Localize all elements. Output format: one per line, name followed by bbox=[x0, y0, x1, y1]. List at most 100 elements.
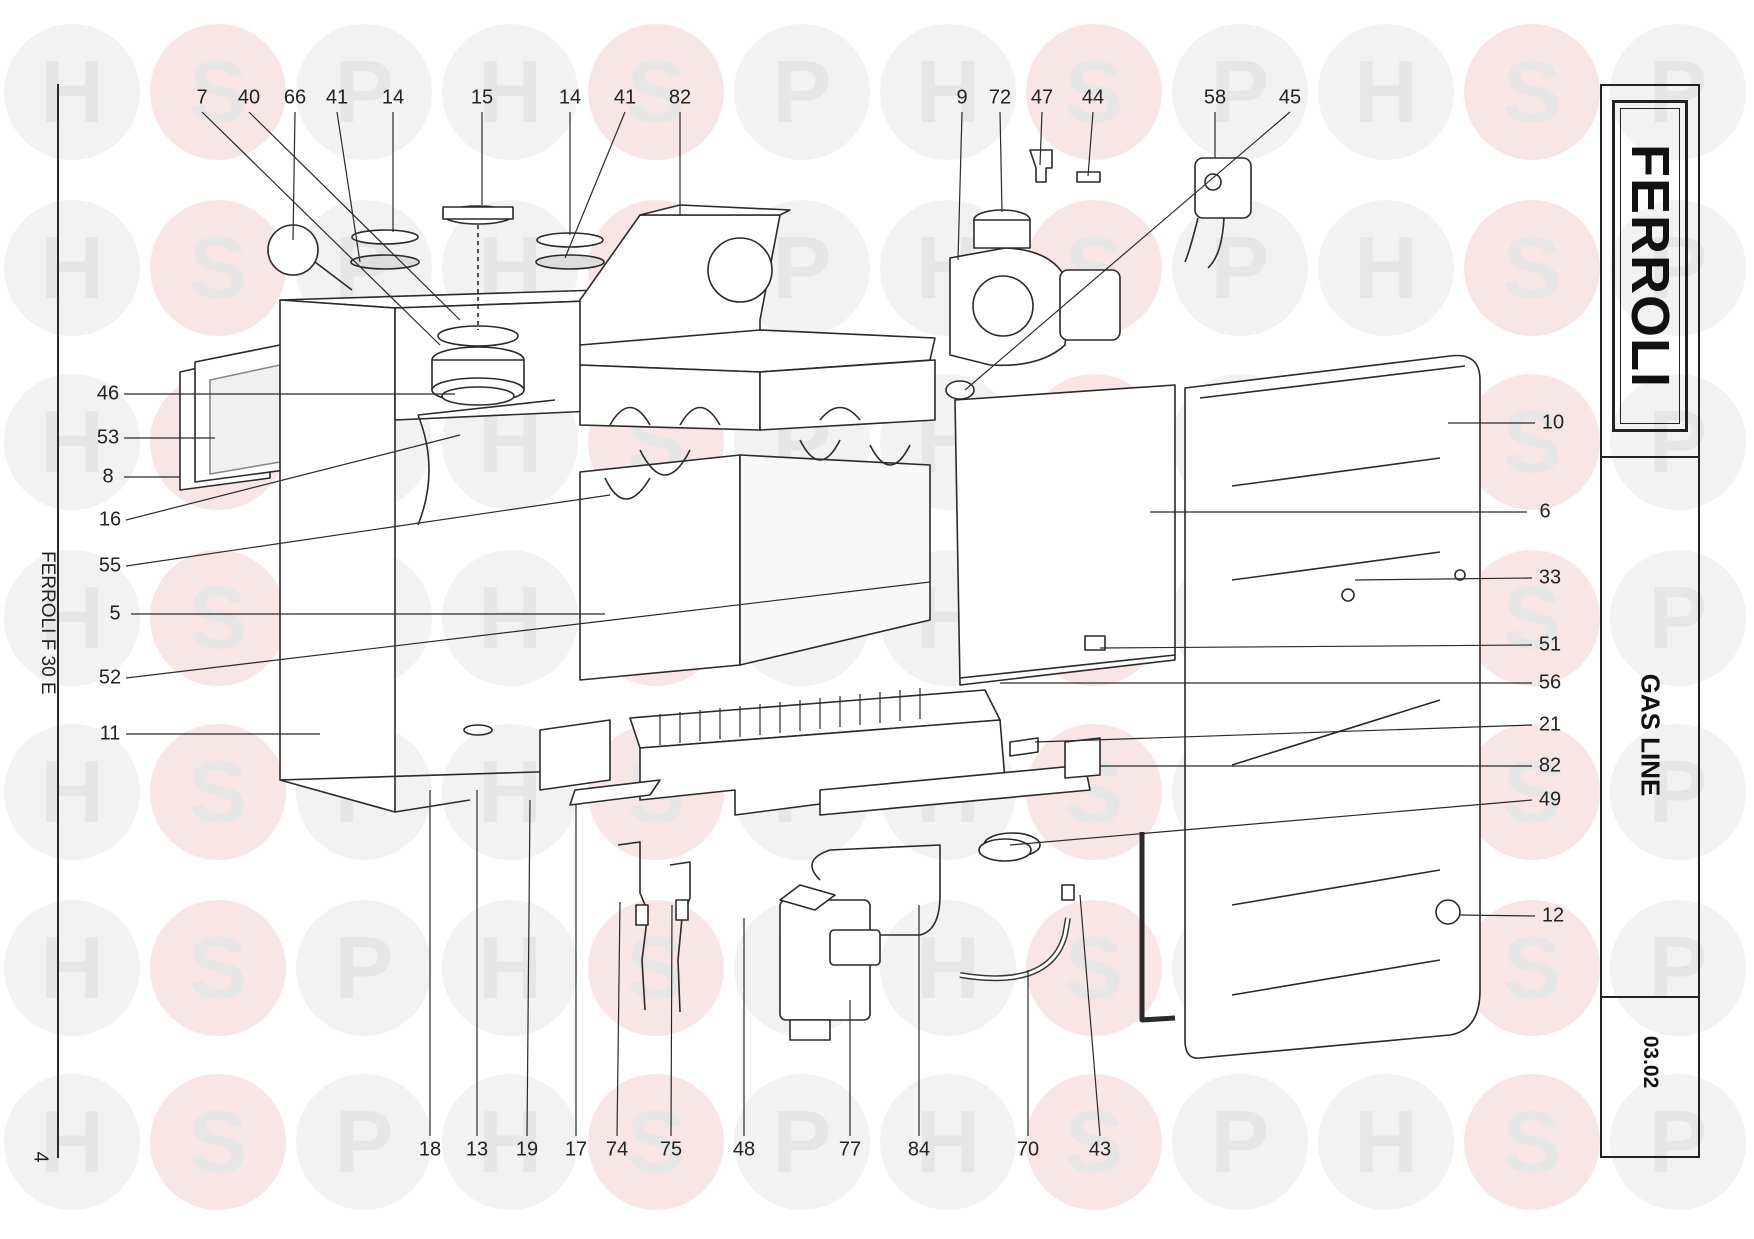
part-hose-70 bbox=[959, 917, 1071, 982]
watermark-circle bbox=[1610, 24, 1746, 160]
watermark-letter: P bbox=[1211, 1092, 1270, 1191]
callout-label: 16 bbox=[98, 508, 122, 531]
watermark-letter: S bbox=[1065, 42, 1124, 141]
watermark-circle bbox=[734, 1074, 870, 1210]
watermark-circle bbox=[1318, 1074, 1454, 1210]
watermark-letter: S bbox=[1065, 918, 1124, 1017]
title-block-divider bbox=[1600, 456, 1700, 458]
watermark-circle bbox=[296, 900, 432, 1036]
callout-label: 33 bbox=[1538, 566, 1562, 589]
part-fan bbox=[949, 209, 1121, 367]
watermark-circle bbox=[442, 24, 578, 160]
part-nipple-43 bbox=[1061, 884, 1075, 901]
callout-label: 56 bbox=[1538, 671, 1562, 694]
callout-label: 8 bbox=[102, 465, 114, 488]
callout-label: 51 bbox=[1538, 633, 1562, 656]
watermark-letter: S bbox=[1065, 1092, 1124, 1191]
watermark-circle bbox=[150, 550, 286, 686]
watermark-circle bbox=[1318, 24, 1454, 160]
watermark-letter: H bbox=[478, 918, 542, 1017]
watermark-circle bbox=[588, 1074, 724, 1210]
leader-line bbox=[1039, 111, 1043, 166]
watermark-letter: P bbox=[335, 918, 394, 1017]
watermark-letter: H bbox=[478, 742, 542, 841]
part-hose-70-inner bbox=[959, 917, 1070, 980]
leader-line bbox=[1099, 644, 1533, 649]
watermark-circle bbox=[588, 900, 724, 1036]
watermark-letter: S bbox=[1503, 218, 1562, 317]
watermark-letter: H bbox=[40, 42, 104, 141]
part-gas-valve bbox=[779, 884, 881, 1041]
watermark-letter: S bbox=[1503, 918, 1562, 1017]
watermark-letter: P bbox=[1649, 218, 1708, 317]
leader-line bbox=[526, 799, 531, 1137]
part-tube-49 bbox=[978, 838, 1032, 862]
callout-label: 82 bbox=[1538, 754, 1562, 777]
watermark-letter: P bbox=[773, 42, 832, 141]
leader-line bbox=[336, 111, 361, 263]
watermark-circle bbox=[1464, 724, 1600, 860]
leader-line bbox=[248, 111, 461, 321]
watermark-circle bbox=[150, 24, 286, 160]
part-combustion-chamber bbox=[579, 439, 931, 681]
watermark-circle bbox=[296, 24, 432, 160]
watermark-letter: H bbox=[40, 918, 104, 1017]
watermark-circle bbox=[1464, 1074, 1600, 1210]
watermark-letter: S bbox=[1503, 568, 1562, 667]
watermark-letter: P bbox=[1211, 218, 1270, 317]
callout-label: 17 bbox=[564, 1138, 588, 1161]
watermark-circle bbox=[4, 550, 140, 686]
callout-label: 44 bbox=[1081, 86, 1105, 109]
watermark-circle bbox=[880, 900, 1016, 1036]
callout-label: 9 bbox=[956, 86, 968, 109]
leader-line bbox=[964, 111, 1291, 391]
watermark-letter: H bbox=[478, 568, 542, 667]
watermark-circle bbox=[1610, 724, 1746, 860]
watermark-circle bbox=[1464, 24, 1600, 160]
watermark-circle bbox=[1464, 200, 1600, 336]
watermark-circle bbox=[442, 900, 578, 1036]
watermark-letter: H bbox=[1354, 42, 1418, 141]
burner-blades bbox=[659, 688, 921, 745]
part-nozzle-21 bbox=[1009, 737, 1039, 757]
watermark-letter: S bbox=[189, 42, 248, 141]
watermark-letter: S bbox=[1503, 42, 1562, 141]
part-inner-panel bbox=[954, 384, 1176, 686]
watermark-circle bbox=[1026, 24, 1162, 160]
watermark-circle bbox=[880, 24, 1016, 160]
callout-label: 10 bbox=[1541, 411, 1565, 434]
watermark-circle bbox=[1464, 374, 1600, 510]
watermark-letter: P bbox=[1649, 918, 1708, 1017]
callout-label: 6 bbox=[1539, 500, 1551, 523]
leader-line bbox=[1087, 111, 1094, 177]
watermark-letter: H bbox=[1354, 218, 1418, 317]
watermark-letter: H bbox=[40, 742, 104, 841]
part-flue-hood bbox=[579, 204, 936, 431]
watermark-letter: S bbox=[189, 568, 248, 667]
watermark-circle bbox=[880, 1074, 1016, 1210]
leader-line bbox=[1079, 894, 1101, 1137]
watermark-letter: S bbox=[189, 742, 248, 841]
watermark-circle bbox=[1318, 200, 1454, 336]
watermark-circle bbox=[1610, 200, 1746, 336]
title-block bbox=[1600, 84, 1700, 1158]
part-electrodes bbox=[617, 841, 691, 1013]
callout-label: 75 bbox=[659, 1138, 683, 1161]
part-front-door bbox=[1184, 354, 1481, 1059]
watermark-circle bbox=[1610, 1074, 1746, 1210]
watermark-circle bbox=[588, 24, 724, 160]
watermark-circle bbox=[1610, 900, 1746, 1036]
watermark-letter: P bbox=[335, 42, 394, 141]
callout-label: 14 bbox=[381, 86, 405, 109]
part-side-panels bbox=[179, 343, 286, 491]
leader-line bbox=[201, 111, 441, 346]
watermark-letter: P bbox=[1649, 42, 1708, 141]
callout-label: 46 bbox=[96, 382, 120, 405]
watermark-letter: P bbox=[1649, 392, 1708, 491]
callout-label: 15 bbox=[470, 86, 494, 109]
callout-label: 82 bbox=[668, 86, 692, 109]
callout-label: 77 bbox=[838, 1138, 862, 1161]
leader-line bbox=[999, 111, 1003, 213]
watermark-circle bbox=[4, 1074, 140, 1210]
watermark-circle bbox=[734, 24, 870, 160]
